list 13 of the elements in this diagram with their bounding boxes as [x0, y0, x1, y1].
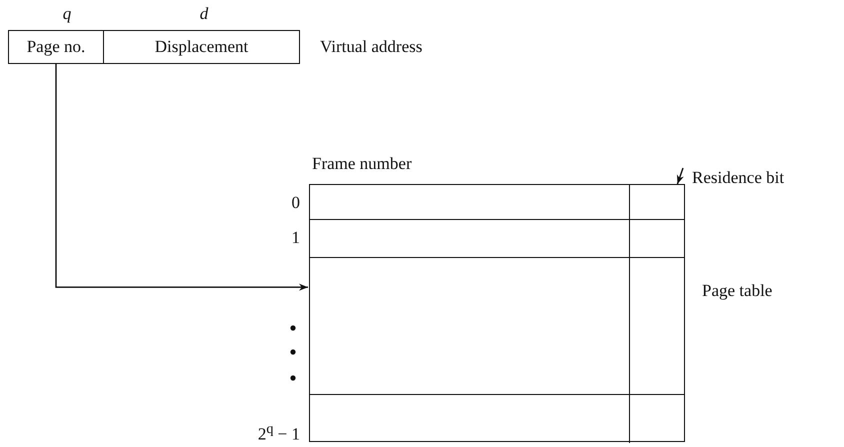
field-label: d [200, 4, 208, 24]
arrow [55, 64, 308, 291]
address-field: Displacement [103, 30, 300, 64]
address-field: Page no. [8, 30, 104, 64]
column-header: Frame number [312, 154, 412, 174]
field-label: q [62, 4, 72, 24]
address-label: Virtual address [320, 37, 422, 57]
leader-line [676, 168, 684, 184]
row-index: 1 [292, 228, 300, 248]
row-index: 2$^{q}$ − 1 [258, 420, 300, 445]
table-label: Page table [702, 281, 772, 301]
callout-label: Residence bit [692, 168, 784, 188]
row-index: 0 [292, 193, 300, 213]
